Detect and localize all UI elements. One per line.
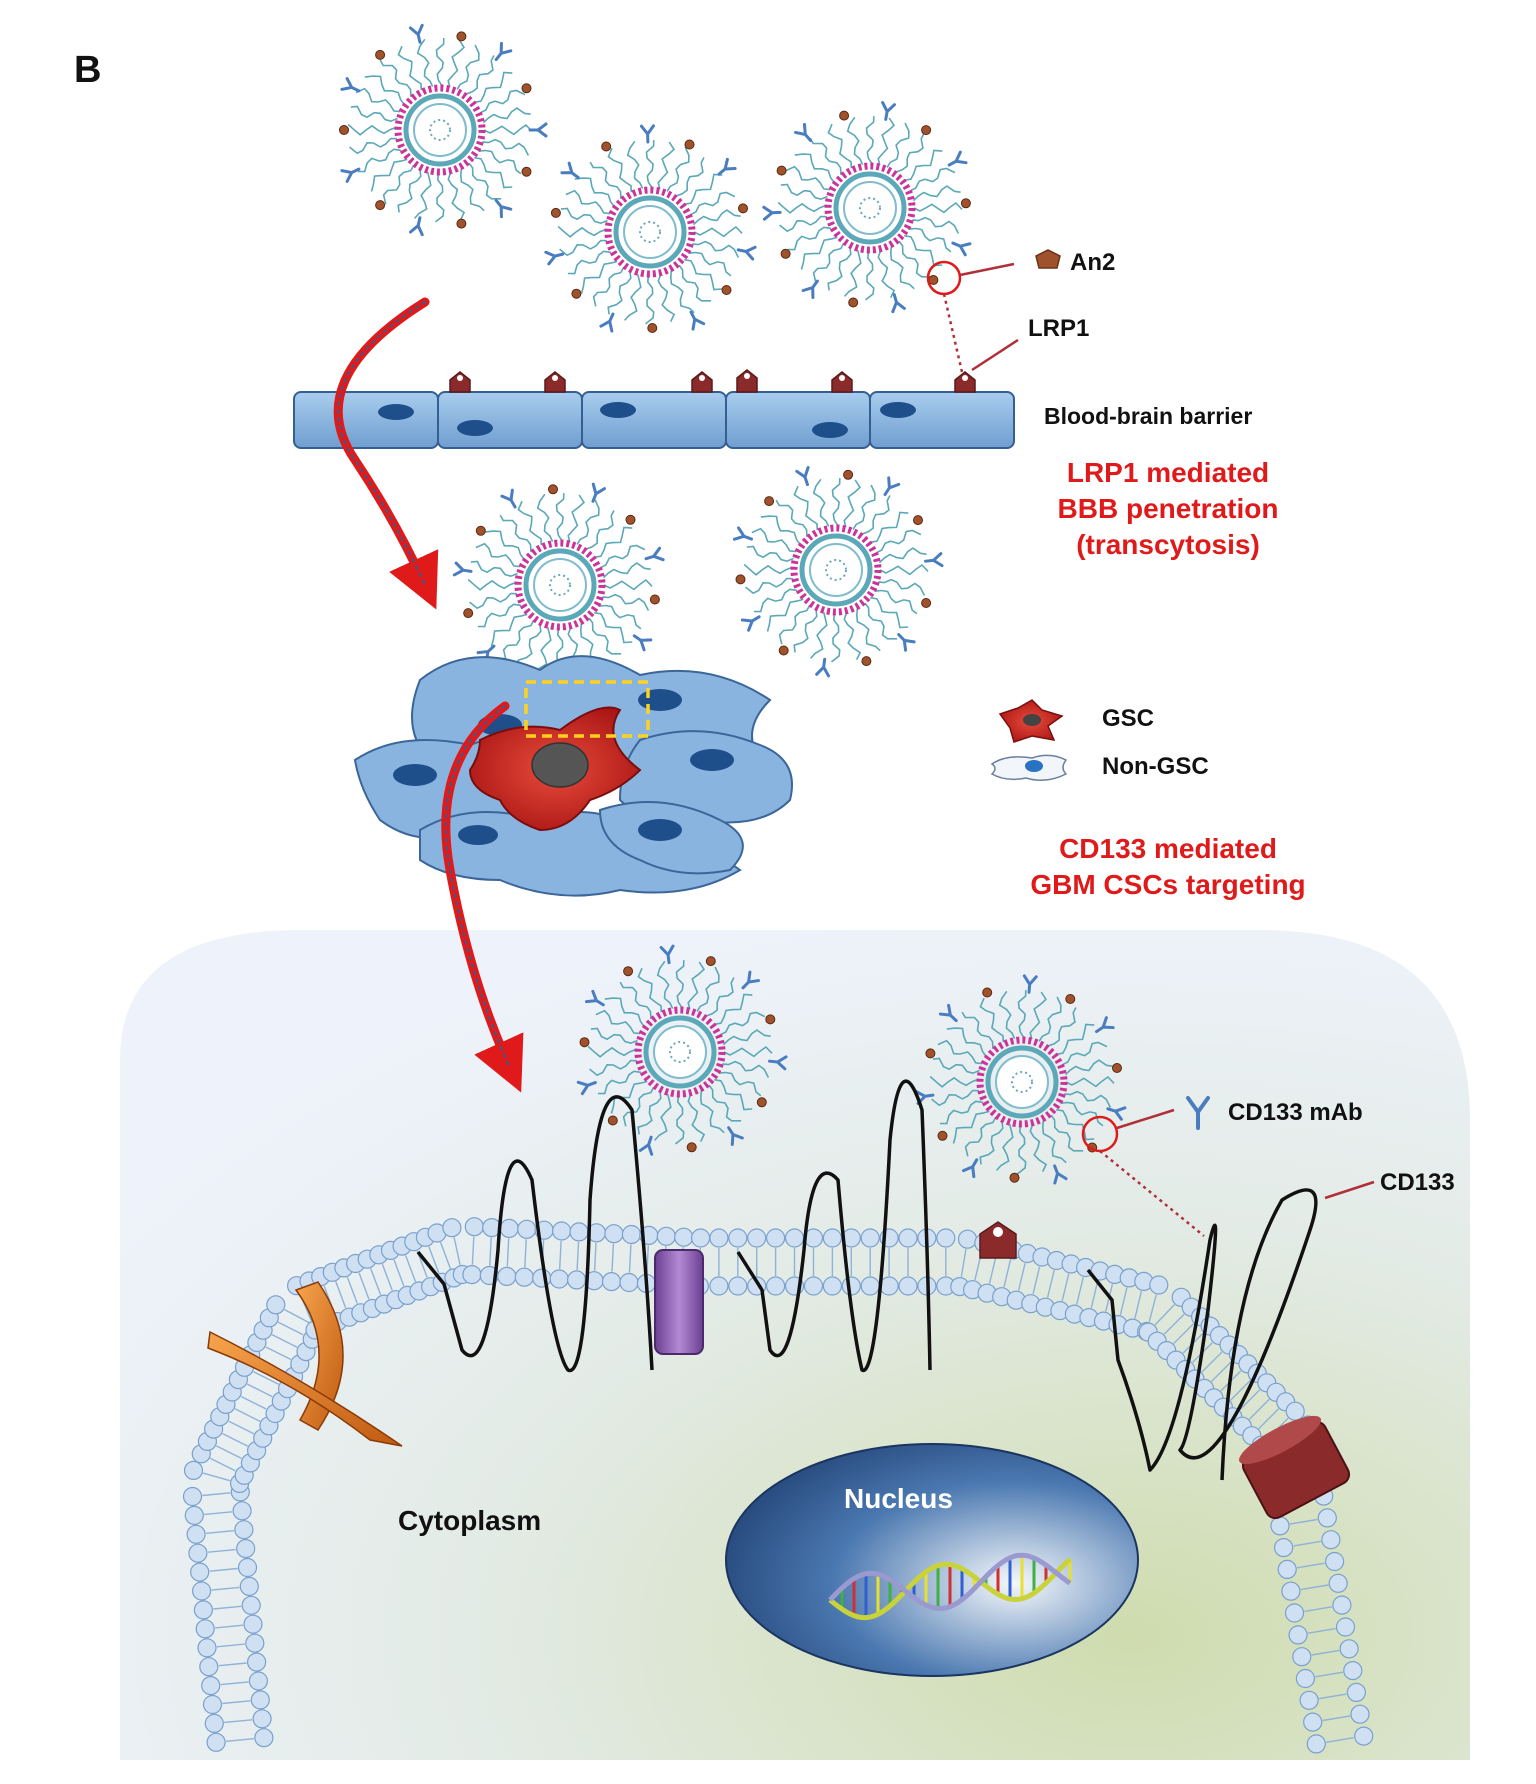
micelle-nanoparticle [576,944,788,1156]
transport-arrows [333,297,524,1093]
lrp1-label: LRP1 [1028,315,1089,342]
lrp1-mediated-line-1: LRP1 mediated [1067,457,1269,488]
cd133-mab-label: CD133 mAb [1228,1099,1363,1126]
gsc-label: GSC [1102,705,1154,732]
micelle-nanoparticle [339,23,548,237]
nucleus [725,1443,1139,1677]
membrane-pump [654,1249,704,1355]
cd133-callout [1081,1096,1375,1237]
micelle-nanoparticle [732,466,944,678]
non-gsc-label: Non-GSC [1102,753,1209,780]
an2-label: An2 [1070,249,1115,276]
lrp1-mediated-line-3: (transcytosis) [1076,529,1260,560]
cd133-mediated-line-1: CD133 mediated [1059,833,1277,864]
micelle-nanoparticle [452,482,665,693]
dna-helix-icon [828,1552,1072,1621]
lrp1-receptor-icons [449,369,976,393]
micelle-nanoparticle [914,974,1127,1185]
gsc-legend [990,699,1068,781]
cd133-label: CD133 [1380,1169,1455,1196]
bbb-label: Blood-brain barrier [1044,403,1252,429]
blood-brain-barrier [293,391,1015,449]
an2-peptide-icon [1035,249,1061,269]
cytoplasm-label: Cytoplasm [398,1505,541,1536]
panel-label: B [74,49,101,91]
membrane-receptor-maroon [1239,1415,1351,1520]
micelle-nanoparticle [544,124,757,333]
lrp1-mediated-line-2: BBB penetration [1058,493,1279,524]
ion-channel-icon [207,1281,403,1447]
lrp1-receptor-membrane [979,1221,1017,1259]
micelle-nanoparticle [762,101,972,314]
an2-callout [926,249,1061,373]
micelles-layer [339,23,1127,1185]
zoom-box [524,680,650,738]
nucleus-label: Nucleus [844,1483,953,1514]
cd133-transmembrane-protein [416,1079,1318,1481]
cd133-antibody-icon [1186,1096,1210,1130]
cd133-mediated-line-2: GBM CSCs targeting [1030,869,1305,900]
